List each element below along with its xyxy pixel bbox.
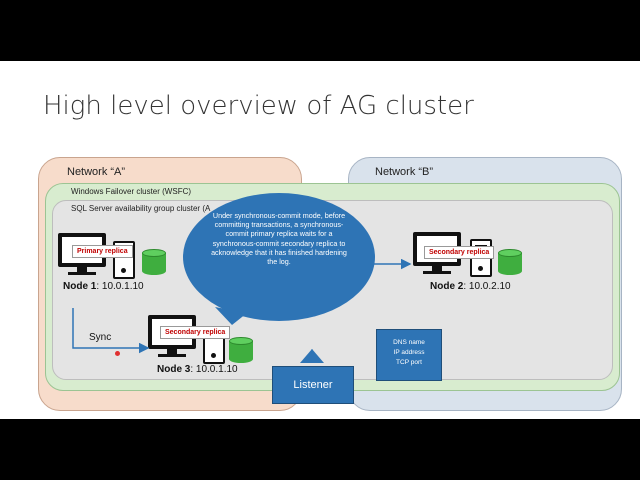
listener-box: Listener xyxy=(272,366,354,404)
monitor-base xyxy=(68,272,96,275)
monitor-stand xyxy=(77,267,87,273)
slide-title: High level overview of AG cluster xyxy=(43,91,474,121)
mouse-pointer xyxy=(115,351,120,356)
node-1-name: Node 1 xyxy=(63,281,97,292)
network-a-label: Network “A” xyxy=(67,166,126,178)
listener-ip-address: IP address xyxy=(393,349,425,356)
node-1-label: Node 1: 10.0.1.10 xyxy=(63,281,144,292)
monitor-base xyxy=(423,271,451,274)
listener-dns-name: DNS name xyxy=(393,339,425,346)
monitor-stand xyxy=(167,349,177,355)
node-1-ip: : 10.0.1.10 xyxy=(96,281,144,292)
network-b-label: Network “B” xyxy=(375,166,434,178)
node-2-replica-badge: Secondary replica xyxy=(424,246,495,259)
monitor-base xyxy=(158,354,186,357)
node-3-ip: : 10.0.1.10 xyxy=(190,364,238,375)
slide: High level overview of AG cluster Networ… xyxy=(0,61,640,419)
node-2-ip: : 10.0.2.10 xyxy=(463,281,511,292)
database-icon xyxy=(498,249,522,275)
sync-label: Sync xyxy=(89,332,112,343)
wsfc-label: Windows Failover cluster (WSFC) xyxy=(71,187,192,196)
listener-up-arrowhead xyxy=(300,349,324,363)
callout-bubble xyxy=(183,193,375,321)
node-2-label: Node 2: 10.0.2.10 xyxy=(430,281,511,292)
sync-arrow xyxy=(72,308,150,354)
node-1-replica-badge: Primary replica xyxy=(72,245,133,258)
monitor-stand xyxy=(432,266,442,272)
ag-cluster-label: SQL Server availability group cluster (A xyxy=(71,204,211,213)
node-3-name: Node 3 xyxy=(157,364,191,375)
database-icon xyxy=(229,337,253,363)
listener-tcp-port: TCP port xyxy=(396,359,422,366)
node-2-name: Node 2 xyxy=(430,281,464,292)
node-3-label: Node 3: 10.0.1.10 xyxy=(157,364,238,375)
database-icon xyxy=(142,249,166,275)
listener-details-box: DNS name IP address TCP port xyxy=(376,329,442,381)
node-3-replica-badge: Secondary replica xyxy=(160,326,231,339)
callout-text: Under synchronous-commit mode, before co… xyxy=(211,211,347,267)
